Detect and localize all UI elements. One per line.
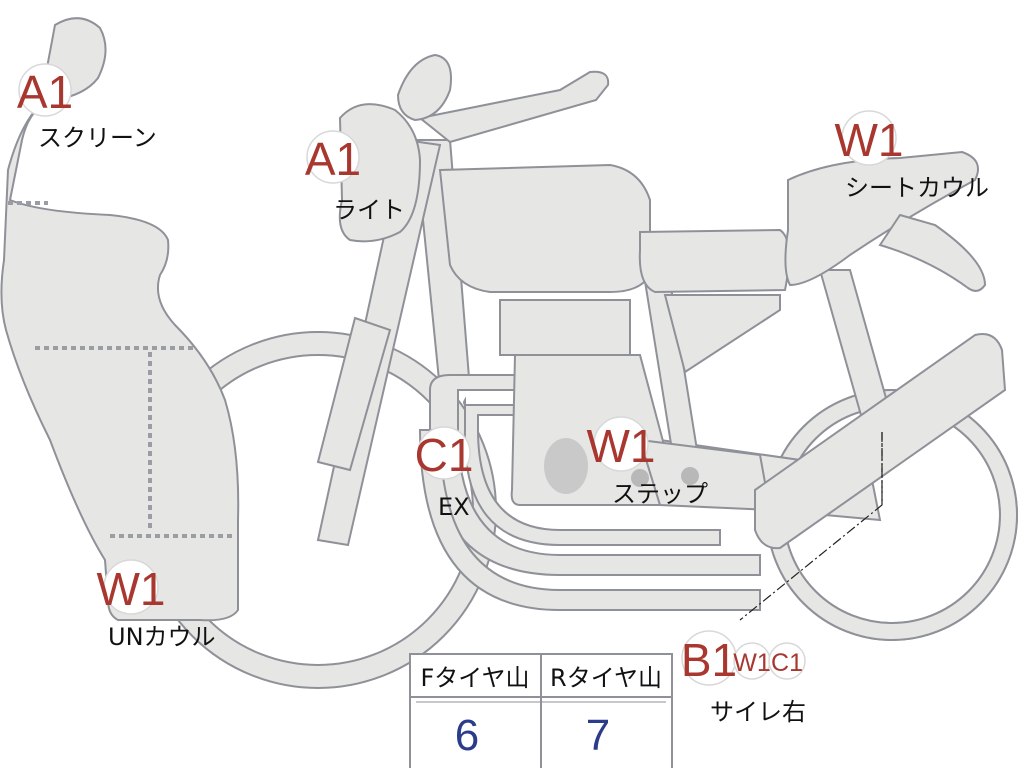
annotation-ex: C1 EX bbox=[415, 426, 474, 521]
footpeg-1 bbox=[631, 469, 649, 487]
tail-fender bbox=[878, 213, 987, 292]
grade-light: A1 bbox=[305, 133, 361, 185]
grade-muffler-w1: W1 bbox=[733, 649, 771, 677]
mirror bbox=[396, 53, 452, 122]
annotation-muffler-right: B1 W1 C1 サイレ右 bbox=[681, 630, 806, 726]
grade-screen: A1 bbox=[17, 66, 73, 118]
label-under-cowl: UNカウル bbox=[108, 623, 216, 651]
muffler bbox=[754, 333, 1007, 550]
annotation-under-cowl: W1 UNカウル bbox=[97, 559, 216, 651]
side-cover bbox=[663, 294, 781, 374]
annotation-screen: A1 スクリーン bbox=[17, 63, 157, 152]
grade-seat-cowl: W1 bbox=[835, 114, 904, 166]
grade-under-cowl: W1 bbox=[97, 563, 166, 615]
headlight bbox=[338, 103, 422, 243]
label-light: ライト bbox=[333, 196, 405, 224]
label-step: ステップ bbox=[612, 480, 708, 508]
grade-badge-muffler-c1 bbox=[768, 642, 806, 680]
label-screen: スクリーン bbox=[38, 124, 157, 152]
front-tire-header: Fタイヤ山 bbox=[420, 664, 529, 692]
grade-ex: C1 bbox=[415, 429, 474, 481]
fuel-tank bbox=[438, 163, 651, 293]
annotation-light: A1 ライト bbox=[305, 130, 405, 224]
grade-badge-seat-cowl bbox=[841, 110, 897, 166]
tire-depth-table: Fタイヤ山 Rタイヤ山 6 7 bbox=[409, 653, 673, 768]
grade-step: W1 bbox=[587, 420, 656, 472]
label-ex: EX bbox=[438, 493, 470, 521]
rear-tire-header: Rタイヤ山 bbox=[550, 664, 662, 692]
label-muffler-right: サイレ右 bbox=[710, 698, 806, 726]
annotation-step: W1 ステップ bbox=[587, 416, 708, 508]
label-seat-cowl: シートカウル bbox=[845, 174, 989, 202]
fork-lower bbox=[316, 316, 392, 472]
grade-badge-screen bbox=[18, 63, 72, 117]
rear-tire-value: 7 bbox=[586, 711, 610, 760]
handlebar bbox=[417, 70, 610, 144]
grade-badge-ex bbox=[417, 426, 471, 480]
annotation-seat-cowl: W1 シートカウル bbox=[835, 110, 989, 202]
exhaust-pipes bbox=[418, 374, 761, 611]
grade-badge-light bbox=[306, 130, 360, 184]
grade-muffler-right: B1 bbox=[681, 634, 737, 686]
footpeg-2 bbox=[681, 467, 699, 485]
grade-badge-step bbox=[593, 416, 649, 472]
seat bbox=[638, 228, 790, 294]
grade-badge-under-cowl bbox=[103, 559, 159, 615]
engine bbox=[499, 299, 772, 512]
muffler-leader-line bbox=[739, 432, 883, 621]
grade-muffler-c1: C1 bbox=[771, 649, 803, 677]
front-tire-value: 6 bbox=[455, 711, 479, 760]
